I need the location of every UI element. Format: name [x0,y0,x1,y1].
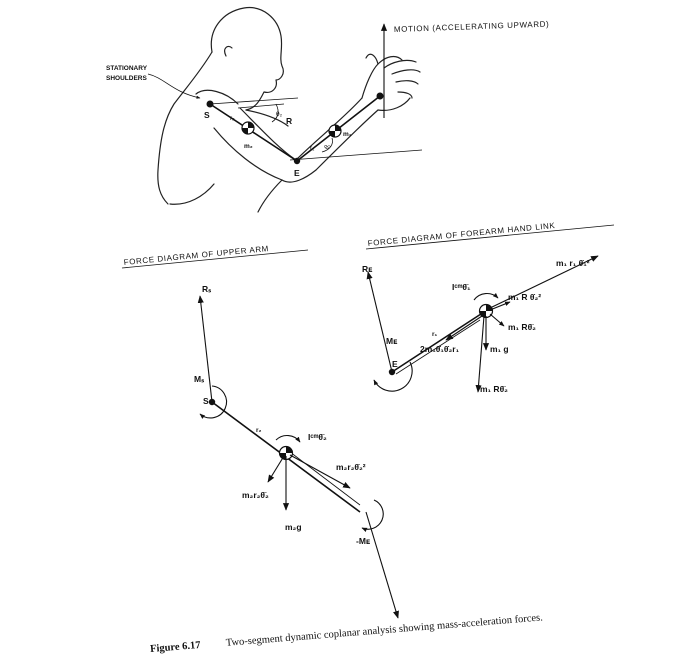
theta2-top-label: θ₂ [276,111,283,118]
figure-caption: Figure 6.17 Two-segment dynamic coplanar… [150,612,544,654]
hand-dot [376,92,384,100]
elbow-reaction-arrow [365,511,399,619]
icm-forearm-arc [473,292,499,301]
centripetal-forearm-arrow [489,255,599,309]
shoulders-label: SHOULDERS [106,75,147,82]
me-moment-arc [373,361,413,392]
forearm-title: FORCE DIAGRAM OF FOREARM HAND LINK [367,221,555,248]
upper-arm-s-dot [208,398,216,406]
icm-upper-label: Iᶜᵐθ̈₂ [308,432,327,442]
forearm-link-double [395,319,481,375]
m1r-theta2-ddot-b-label: m₁ Rθ̈₂ [480,384,508,394]
icm-forearm-label: Iᶜᵐθ̈₁ [452,282,471,292]
theta1-top-label: θ₁ [323,142,333,152]
m2g-label: m₂g [285,522,302,532]
joint-s-dot [206,100,214,108]
m2-top-label: m₂ [244,143,253,150]
ms-moment-arc [199,385,227,419]
coriolis-arrow [445,315,483,341]
rs-label: Rₛ [202,284,212,294]
stationary-label: STATIONARY [106,65,148,72]
m1r-theta2-dot-sq-arrow [489,301,511,311]
joint-s-label: S [204,110,210,120]
forearm-mass-center [478,303,494,319]
coriolis-label: 2m₁θ̇₁θ̇₂r₁ [420,344,460,354]
forearm-title-underline [365,224,615,250]
caption-figure-number: Figure 6.17 [150,640,201,654]
m1g-label: m₁ g [490,344,509,354]
centripetal-upper-arrow [289,454,351,489]
centripetal-upper-label: m₂r₂θ̇₂² [336,462,366,472]
motion-label: MOTION (ACCELERATING UPWARD) [394,20,550,34]
re-arrow [366,271,393,373]
forearm-r1-label: r₁ [432,331,438,338]
m1r-theta2-ddot-b-arrow [475,315,485,393]
neg-me-arc [361,499,384,532]
joint-e-dot [293,157,301,165]
r1-top-label: r₁ [310,145,315,152]
tangential-upper-label: m₂r₂θ̈₂ [242,490,269,500]
icm-upper-arc [275,434,301,443]
m1r-theta2-ddot-a-label: m₁ Rθ̈₂ [508,322,536,332]
caption-text: Two-segment dynamic coplanar analysis sh… [225,612,543,648]
mass-center-m1-top [328,124,342,138]
neg-me-label: -Mᴇ [356,536,371,546]
upper-arm-r2-label: r₂ [256,427,262,434]
upper-arm-title-underline [121,249,309,269]
mass-center-m2-top [241,121,255,135]
forearm-e-label: E [392,359,398,369]
m1r1-theta1-dot-sq-label: m₁ r₁ θ̇₁² [556,258,590,268]
me-label: Mᴇ [386,336,398,346]
ms-label: Mₛ [194,374,205,384]
link-r-label: R [286,116,292,126]
m1r-theta2-ddot-a-arrow [489,313,505,327]
upper-arm-s-label: S [203,396,209,406]
forearm-link [391,311,485,373]
m1-top-label: m₁ [343,131,352,138]
tangential-upper-arrow [267,455,285,483]
forearm-e-dot [388,368,396,376]
shoulders-leader [147,73,201,99]
m1r-theta2-dot-sq-label: m₁ R θ̇₂² [508,292,541,302]
r2-top-label: r₂ [230,115,235,122]
joint-e-label: E [294,168,300,178]
re-label: Rᴇ [362,264,373,274]
body-sketch [157,7,421,213]
upper-arm-link-double [289,451,361,506]
rs-arrow [197,295,213,403]
